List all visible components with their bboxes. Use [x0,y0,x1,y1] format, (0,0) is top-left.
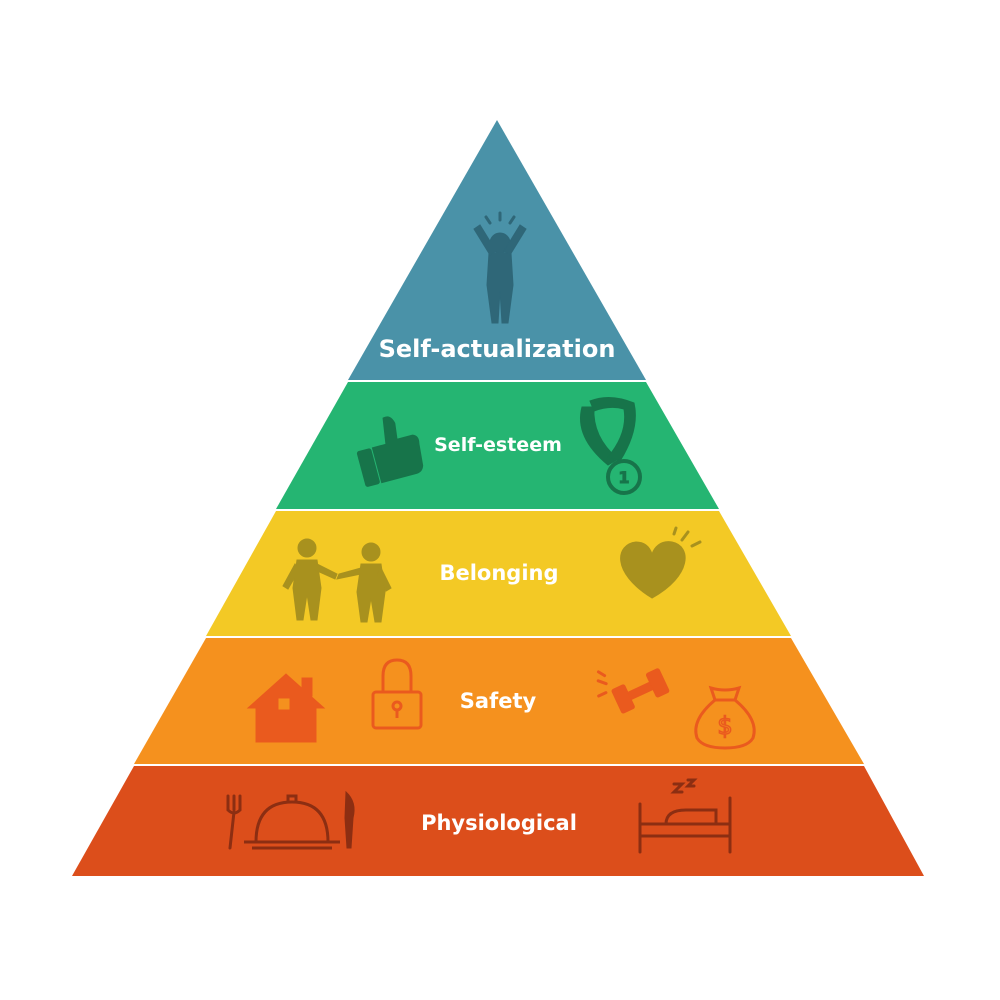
food-cloche-icon [244,794,340,850]
tier-label-self-actualization: Self-actualization [379,335,616,363]
tier-self-esteem: 1 Self-esteem [276,382,719,509]
tier-label-self-esteem: Self-esteem [434,434,562,456]
dumbbell-icon [596,668,670,714]
person-cheering-icon [473,211,527,324]
medal-icon: 1 [580,397,642,495]
svg-text:$: $ [717,712,732,740]
bed-sleeping-icon [638,778,732,854]
thumbs-up-icon [356,416,424,487]
tier-label-physiological: Physiological [421,811,577,835]
tier-belonging: Belonging [206,511,791,636]
padlock-icon [371,658,423,730]
tier-physiological: Physiological [72,766,924,876]
money-bag-icon: $ [694,685,756,750]
tier-self-actualization: Self-actualization [348,120,646,380]
svg-text:1: 1 [618,468,629,487]
tier-safety: $ Safety [134,638,864,764]
two-people-holding-hands-icon [282,538,392,623]
tier-label-safety: Safety [460,689,537,713]
tier-label-belonging: Belonging [439,561,558,585]
fork-icon [226,794,242,850]
house-icon [246,673,326,743]
knife-icon [344,790,355,849]
heart-icon [620,526,702,599]
tier-band-belonging [206,511,791,636]
